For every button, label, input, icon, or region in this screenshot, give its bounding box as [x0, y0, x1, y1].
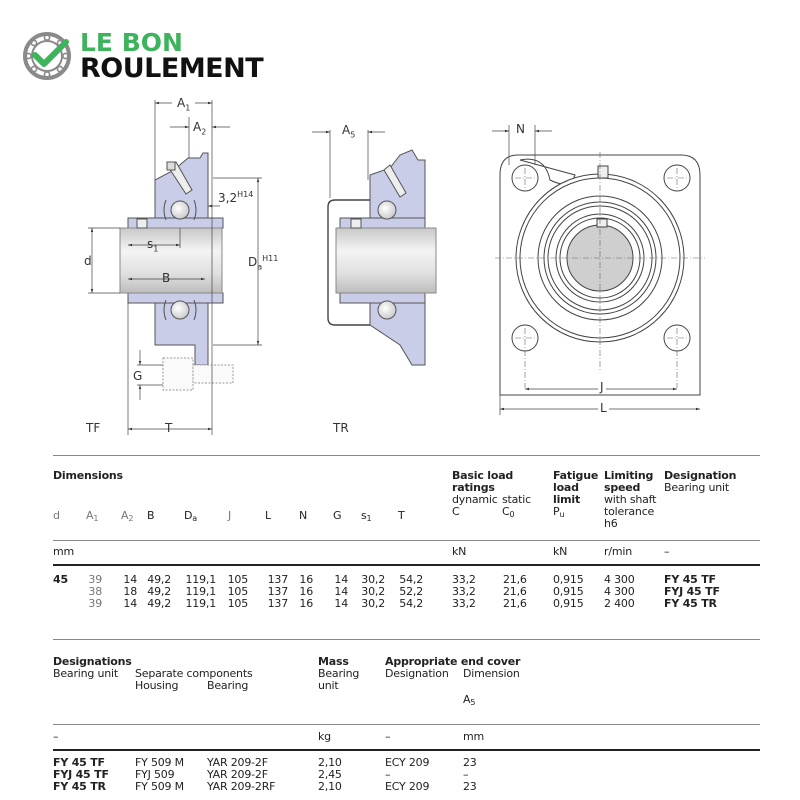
- d-value: 45: [53, 573, 68, 586]
- speed-header: Limiting speed with shaft tolerance h6: [604, 469, 657, 530]
- a5-header: A5: [463, 693, 476, 708]
- mass-header: Mass Bearing unit: [318, 655, 360, 692]
- technical-drawings: [88, 100, 705, 435]
- dim-d-label: d: [84, 254, 92, 268]
- end-cover-header: Appropriate end cover Designation: [385, 655, 521, 680]
- units2-mass: kg: [318, 730, 331, 743]
- dim-g-label: G: [133, 369, 143, 383]
- col-s1: s1: [361, 509, 372, 524]
- col-cover-values: ECY 209–ECY 209: [385, 756, 430, 793]
- col-j: J: [228, 509, 232, 522]
- units-fatigue: kN: [553, 545, 568, 558]
- logo-line1: LE BON: [80, 28, 183, 57]
- col-a5-values: 23–23: [463, 756, 477, 793]
- col-l: L: [265, 509, 271, 522]
- units-speed: r/min: [604, 545, 632, 558]
- col-g: G: [333, 509, 342, 522]
- dimension-header: Dimension: [463, 667, 520, 680]
- col-a2: A2: [121, 509, 134, 524]
- col-da: Da: [184, 509, 197, 524]
- logo-line2: ROULEMENT: [80, 53, 264, 84]
- brand-logo: LE BON ROULEMENT: [22, 28, 264, 84]
- dim-s1-label: s1: [147, 237, 159, 254]
- col-t: T: [398, 509, 405, 522]
- dim-b-label: B: [162, 271, 171, 285]
- tf-side-view: [88, 100, 262, 435]
- dim-t-label: T: [165, 421, 173, 435]
- col-b: B: [147, 509, 155, 522]
- col-n: N: [299, 509, 308, 522]
- bearing-header: Bearing: [207, 679, 249, 692]
- bearing-check-icon: [23, 32, 71, 80]
- dim-a2-label: A2: [193, 120, 207, 137]
- units2-cover: –: [385, 730, 391, 743]
- dim-da-label: DaH11: [248, 254, 279, 272]
- dimensions-title: Dimensions: [53, 469, 123, 482]
- static-load-header: static C0: [502, 493, 532, 520]
- designations-header: Designations Bearing unit: [53, 655, 132, 680]
- separate-components-header: Separate components Housing: [135, 667, 253, 692]
- tr-side-view: [312, 130, 437, 366]
- dim-l-label: L: [598, 401, 609, 415]
- units2-dimension: mm: [463, 730, 485, 743]
- variant-tf-label: TF: [86, 421, 101, 435]
- col-a1: A1: [86, 509, 99, 524]
- dim-n-label: N: [516, 122, 525, 136]
- units-load: kN: [452, 545, 467, 558]
- variant-tr-label: TR: [333, 421, 349, 435]
- dim-j-label: J: [598, 380, 606, 394]
- designation-header: Designation Bearing unit: [664, 469, 737, 494]
- dim-gap-label: 3,2H14: [218, 190, 254, 205]
- load-ratings-header: Basic load ratings dynamic C: [452, 469, 514, 518]
- col-d: d: [53, 509, 60, 522]
- dim-a5-label: A5: [342, 123, 356, 140]
- front-view: [492, 125, 705, 415]
- units2-designation: –: [53, 730, 59, 743]
- units-designation: –: [664, 545, 670, 558]
- dim-a1-label: A1: [177, 96, 191, 113]
- units-dims: mm: [53, 545, 75, 558]
- fatigue-header: Fatigue load limit Pu: [553, 469, 599, 520]
